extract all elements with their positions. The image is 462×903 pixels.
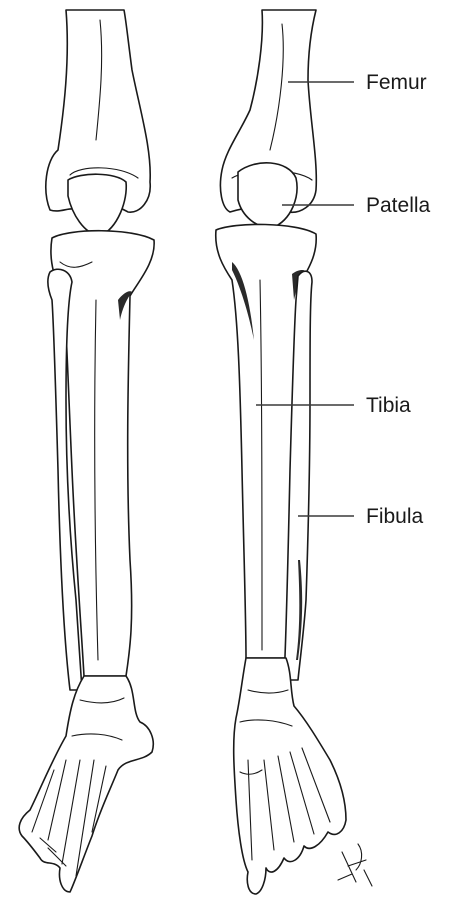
fibula-label: Fibula [366, 506, 423, 527]
right-leg [216, 10, 346, 894]
artist-signature-mark [338, 844, 372, 886]
tibia-label: Tibia [366, 395, 411, 416]
right-foot-tarsals [234, 658, 346, 894]
left-leg [19, 10, 154, 892]
left-patella [68, 174, 126, 236]
left-foot-tarsals [19, 676, 153, 892]
right-patella [238, 163, 297, 228]
femur-label: Femur [366, 72, 427, 93]
patella-label: Patella [366, 195, 430, 216]
